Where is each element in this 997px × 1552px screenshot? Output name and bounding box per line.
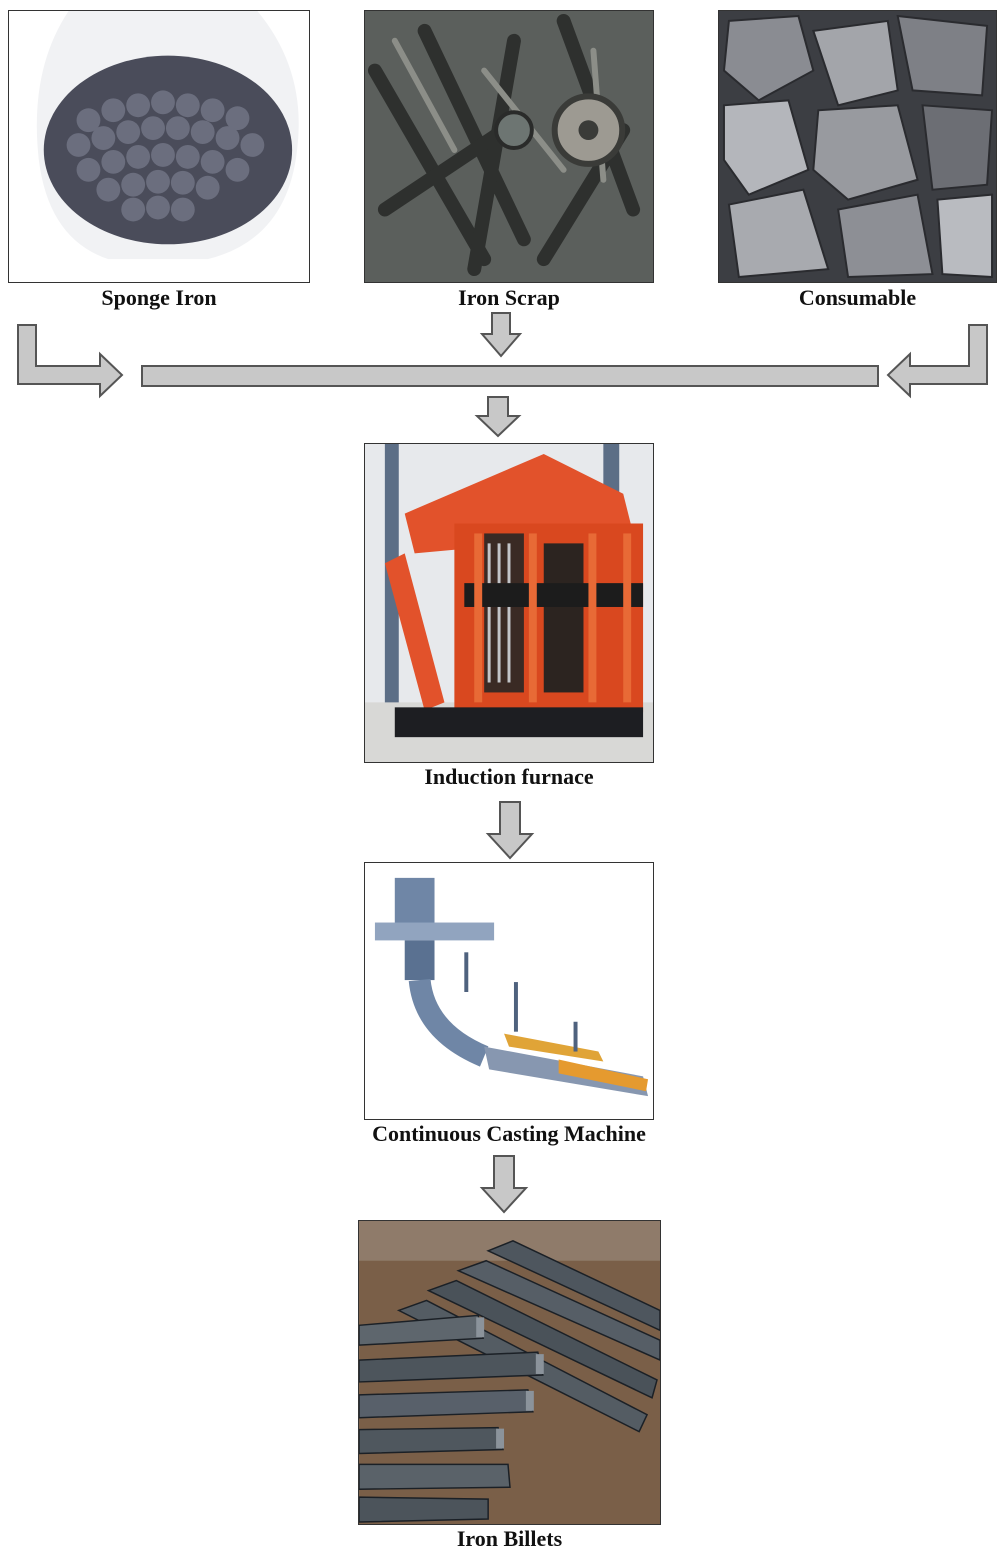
right-bent-arrow xyxy=(888,325,987,396)
induction-furnace-label: Induction furnace xyxy=(364,764,654,790)
continuous-casting-machine-photo xyxy=(364,862,654,1120)
continuous-casting-machine-label: Continuous Casting Machine xyxy=(320,1121,698,1147)
to-billets-arrow xyxy=(482,1156,526,1212)
left-bent-arrow xyxy=(18,325,122,396)
to-furnace-arrow xyxy=(477,397,519,436)
iron-scrap-down-arrow xyxy=(482,313,520,356)
induction-furnace-photo xyxy=(364,443,654,763)
collector-bar xyxy=(142,366,878,386)
to-casting-arrow xyxy=(488,802,532,858)
iron-billets-label: Iron Billets xyxy=(358,1526,661,1552)
iron-billets-photo xyxy=(358,1220,661,1525)
